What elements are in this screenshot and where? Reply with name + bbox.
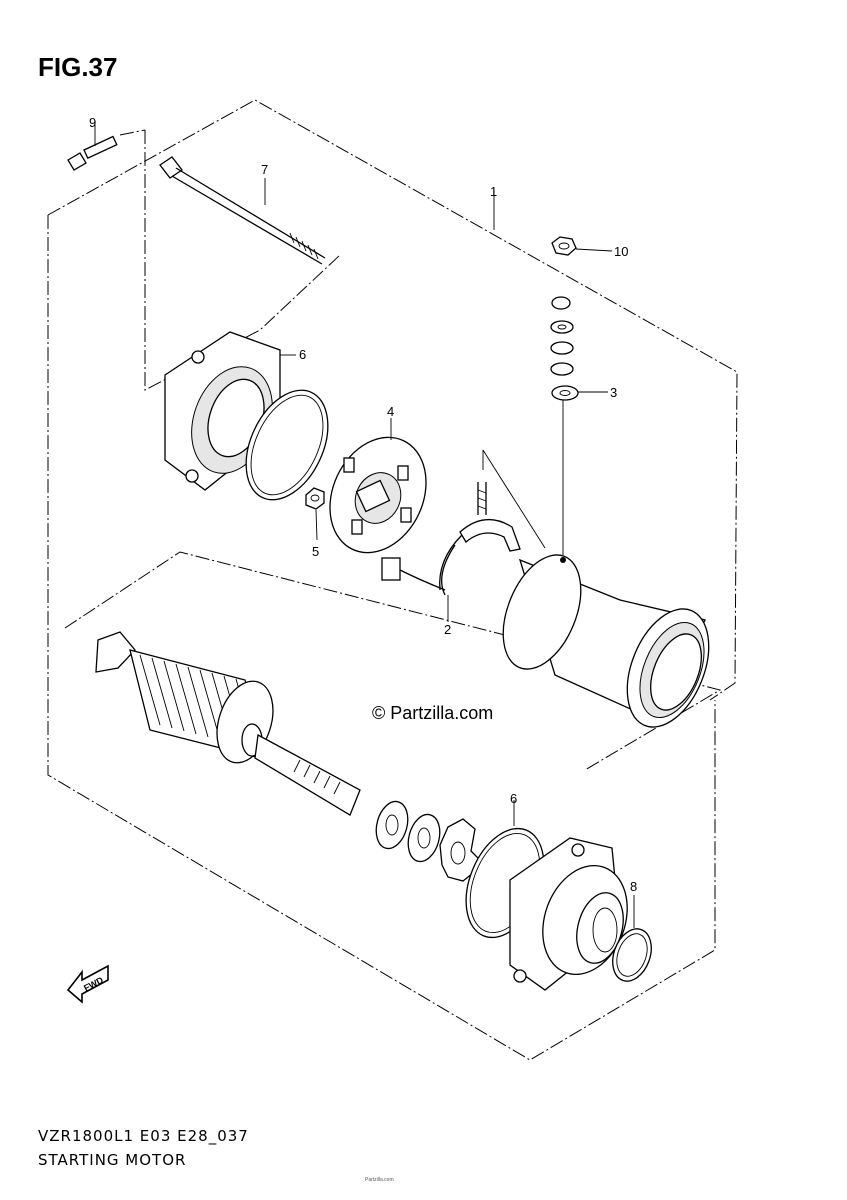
watermark-text: © Partzilla.com: [372, 703, 493, 723]
callout-2: 2: [444, 622, 451, 637]
callout-4: 4: [387, 404, 394, 419]
model-code: VZR1800L1 E03 E28_037: [38, 1127, 249, 1145]
part-7-through-bolt: [159, 156, 326, 265]
fwd-arrow-icon: FWD: [66, 964, 109, 1004]
callout-7: 7: [261, 162, 268, 177]
callout-1: 1: [490, 184, 497, 199]
callout-6-upper: 6: [299, 347, 306, 362]
bolt-group-box: [144, 130, 341, 391]
front-cover: [509, 837, 628, 991]
callout-5: 5: [312, 544, 319, 559]
part-3-washer-set: [550, 296, 608, 555]
part-2-brush-set: [381, 449, 546, 622]
part-8-o-ring: [612, 895, 652, 982]
part-9-bolt: [67, 122, 118, 171]
section-name: STARTING MOTOR: [38, 1151, 187, 1169]
watermark: © Partzilla.com: [372, 703, 493, 723]
callout-6-lower: 6: [510, 791, 517, 806]
shaft-washers: [375, 800, 480, 882]
part-10-nut: [551, 236, 613, 256]
figure-title: FIG.37: [38, 52, 118, 82]
part-1-yoke-housing: [493, 190, 710, 728]
part-4-brush-holder: [329, 418, 427, 554]
callout-9: 9: [89, 115, 96, 130]
assembly-outline-upper: [47, 99, 738, 701]
armature-group-box: [64, 551, 722, 771]
armature: [95, 631, 361, 816]
callout-8: 8: [630, 879, 637, 894]
small-print: Partzilla.com: [365, 1177, 394, 1183]
callout-10: 10: [614, 244, 628, 259]
bolt-leader-dash: [119, 129, 146, 136]
assembly-outline-left: [47, 215, 716, 1061]
callout-3: 3: [610, 385, 617, 400]
part-5-nut: [305, 487, 325, 541]
part-6-end-cover-upper: [164, 331, 329, 501]
